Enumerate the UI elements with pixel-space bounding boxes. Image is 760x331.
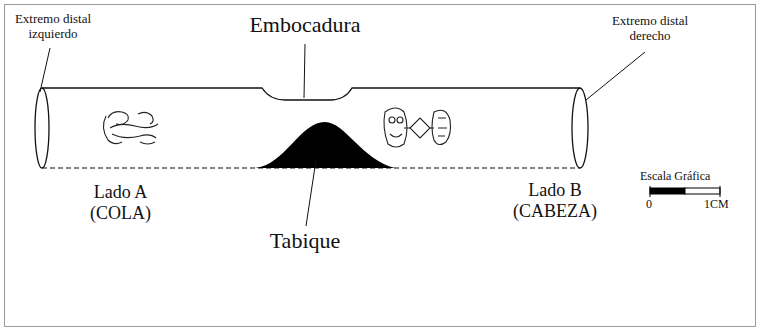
scale-bar-white xyxy=(685,188,720,194)
side-label: Lado A (COLA) xyxy=(78,182,163,223)
side-label: Lado B (CABEZA) xyxy=(505,180,605,221)
frame-border xyxy=(5,5,756,327)
head-glyph xyxy=(384,108,451,147)
leader-line xyxy=(306,160,316,226)
leader-line xyxy=(40,48,50,92)
scale-title: Escala Gráfica xyxy=(640,170,710,184)
end-label: Extremo distal derecho xyxy=(600,14,700,44)
part-label: Tabique xyxy=(245,228,365,253)
leader-line xyxy=(304,44,305,98)
scale-bar-black xyxy=(650,188,685,194)
right-end-ellipse xyxy=(572,88,588,168)
septum-mound xyxy=(255,122,395,168)
end-label: Extremo distal izquierdo xyxy=(3,12,103,42)
tube-top-outline xyxy=(42,88,580,100)
leader-line xyxy=(586,52,645,100)
tail-glyph xyxy=(103,112,158,144)
part-label: Embocadura xyxy=(240,12,370,37)
scale-number: 0 xyxy=(646,198,652,212)
scale-tick xyxy=(720,186,721,197)
scale-tick xyxy=(650,186,651,197)
left-end-ellipse xyxy=(35,88,49,168)
scale-number: 1CM xyxy=(704,198,729,212)
